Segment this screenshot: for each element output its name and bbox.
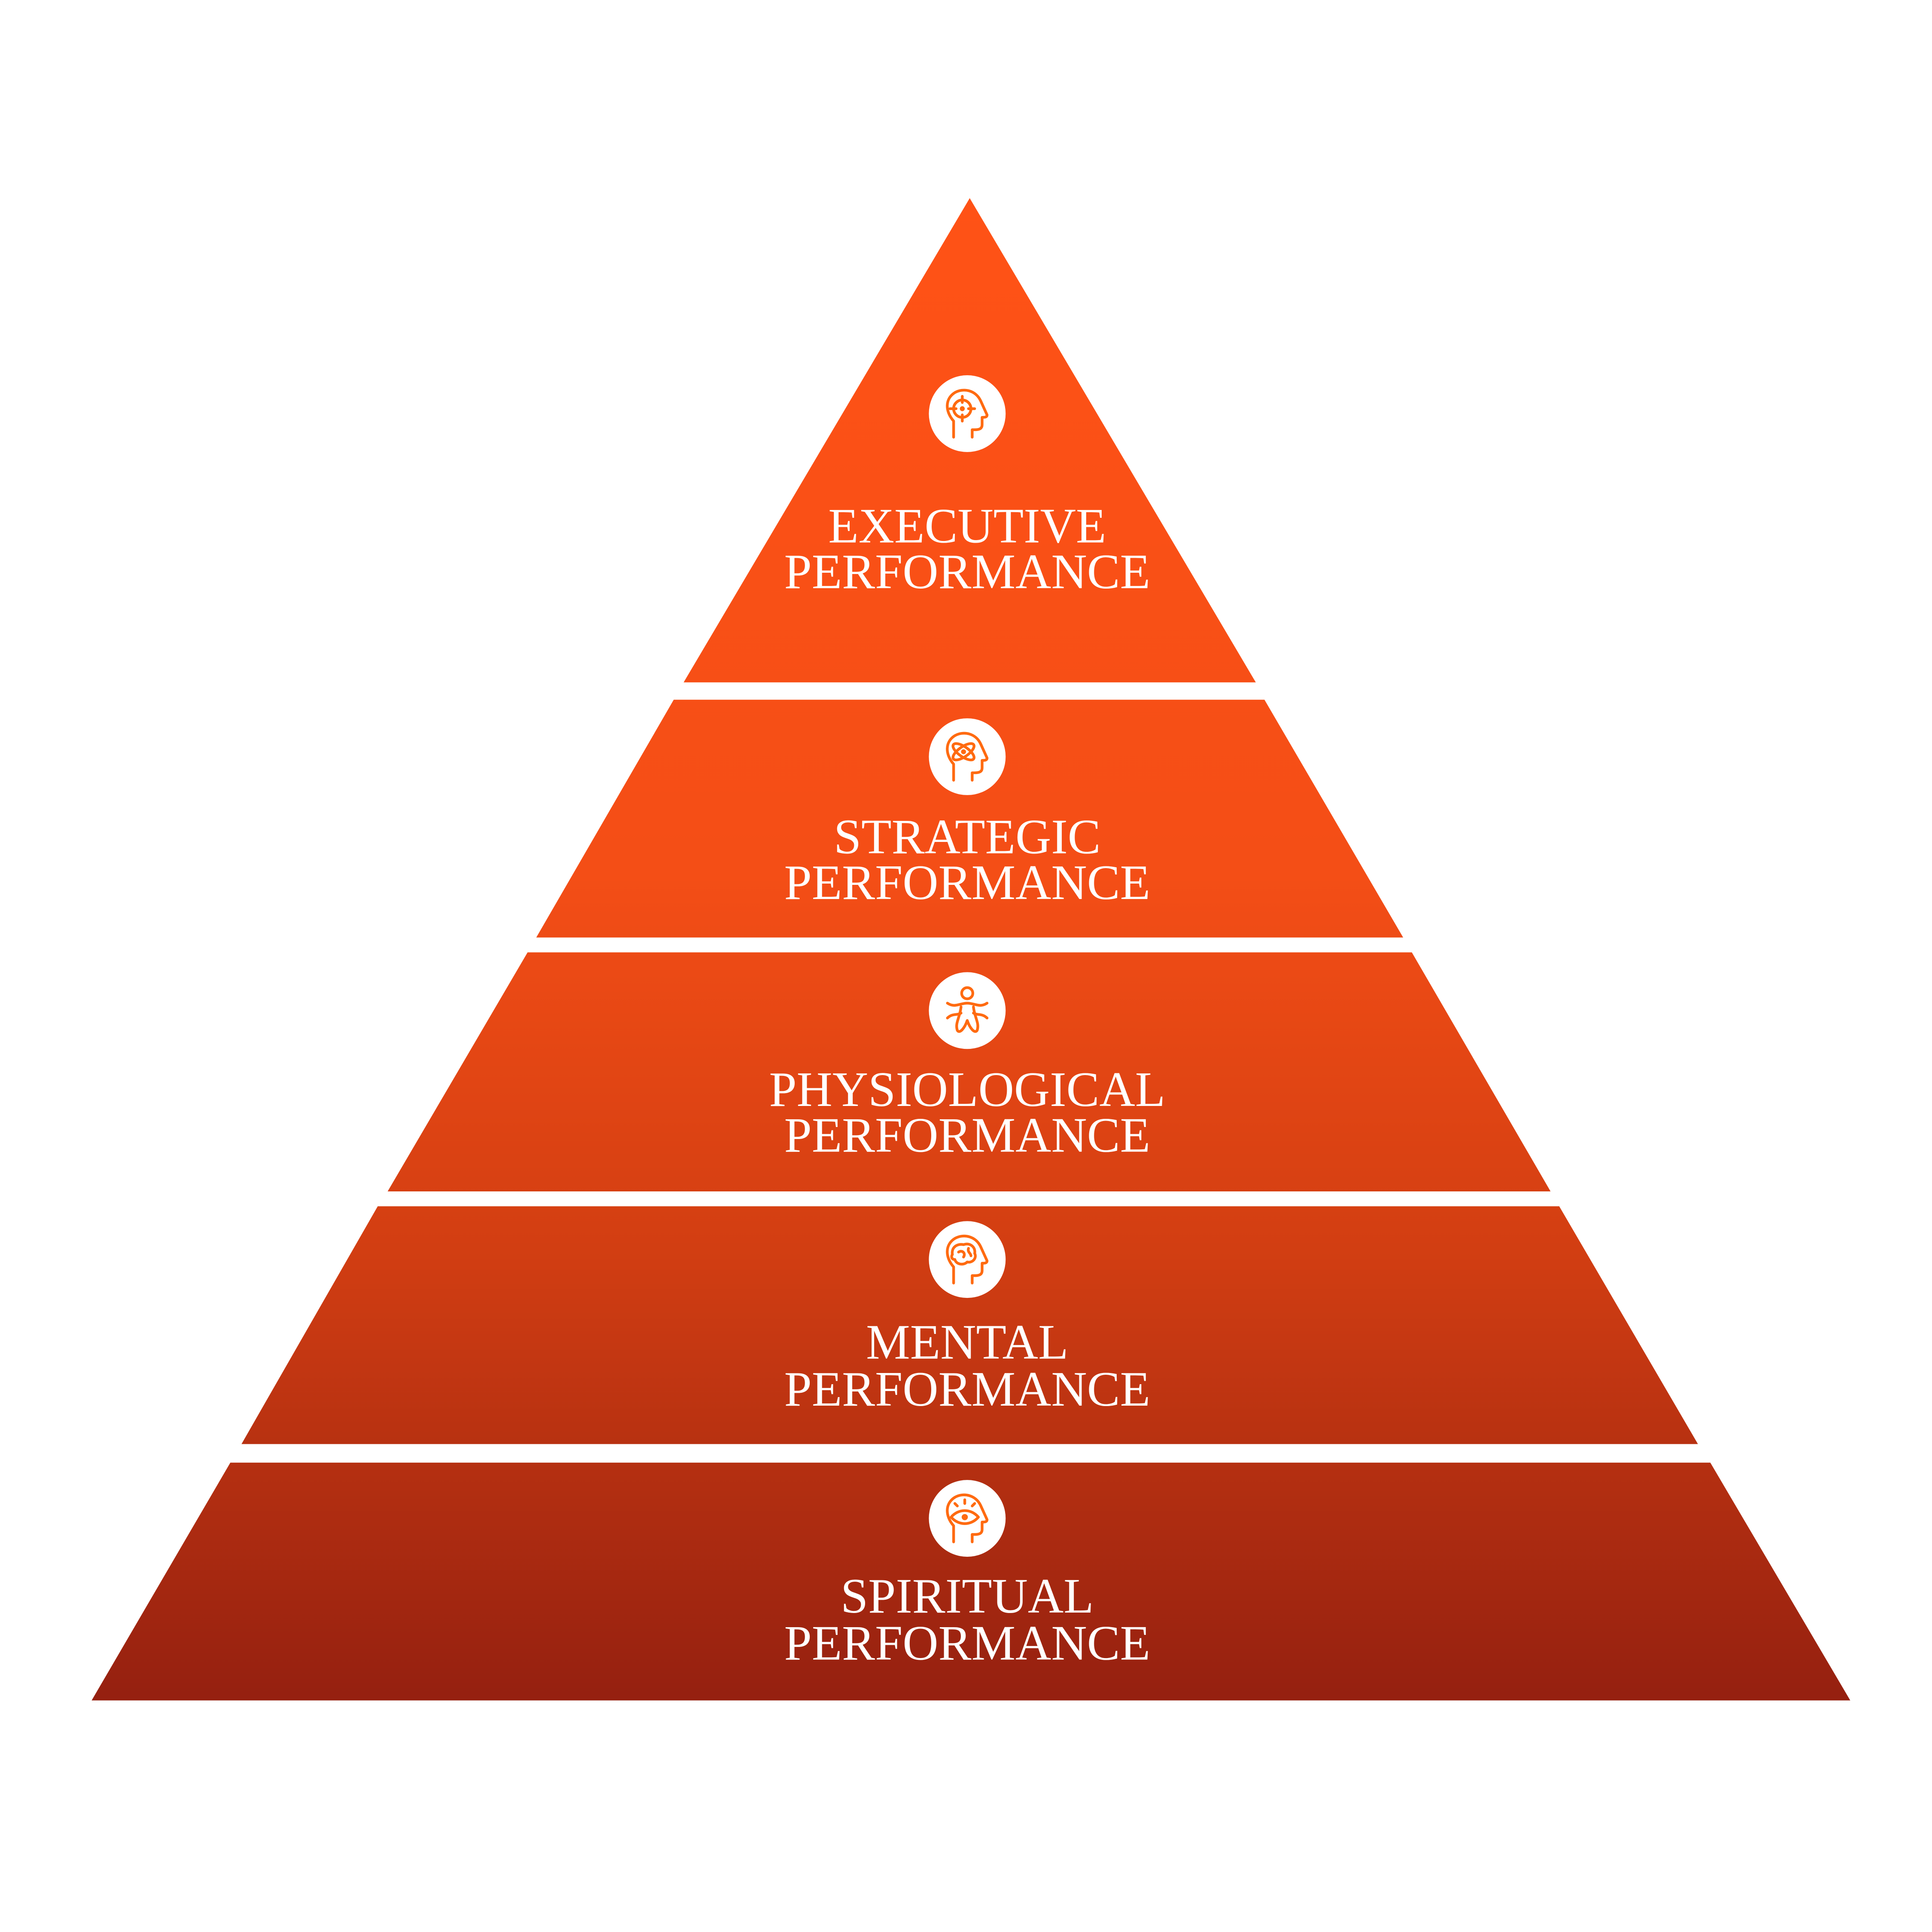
tier-mental xyxy=(241,1206,1698,1444)
tier-label-line2: PERFORMANCE xyxy=(784,1361,1151,1416)
tier-spiritual xyxy=(91,1462,1850,1701)
head-eye-icon xyxy=(929,1480,1006,1557)
tier-physiological xyxy=(387,952,1551,1191)
tier-label-line1: EXECUTIVE xyxy=(828,498,1106,553)
tier-label-line2: PERFORMANCE xyxy=(784,544,1151,599)
human-figure-icon xyxy=(929,972,1006,1049)
tier-label-line1: MENTAL xyxy=(866,1314,1068,1369)
tier-label-line2: PERFORMANCE xyxy=(784,1108,1151,1163)
tier-label-line1: SPIRITUAL xyxy=(841,1568,1094,1623)
tier-strategic xyxy=(536,699,1403,938)
tier-label-line2: PERFORMANCE xyxy=(784,1615,1151,1670)
tier-label-line1: STRATEGIC xyxy=(834,809,1101,864)
tier-label-line1: PHYSIOLOGICAL xyxy=(769,1062,1165,1117)
head-brain-icon xyxy=(929,1221,1006,1298)
tier-label-line2: PERFORMANCE xyxy=(784,855,1151,910)
head-target-icon xyxy=(929,375,1006,452)
head-atom-icon xyxy=(929,718,1006,795)
